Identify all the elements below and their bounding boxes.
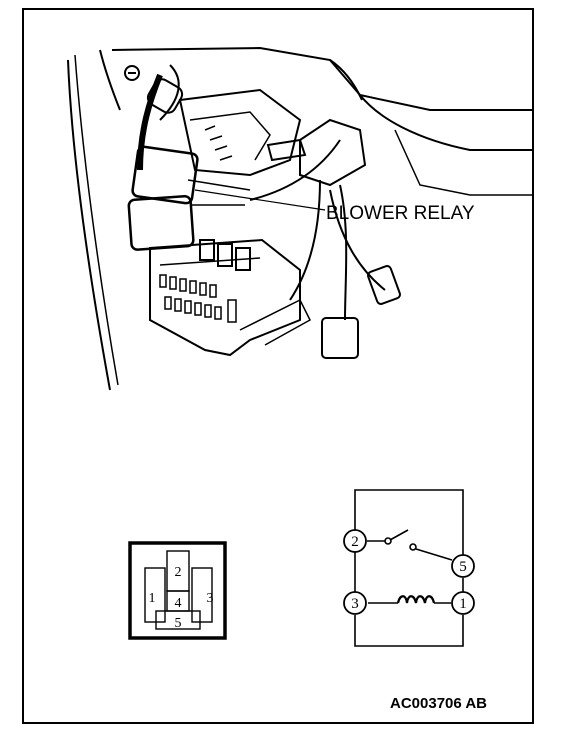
node-2-label: 2 bbox=[351, 534, 359, 550]
blower-relay-label: BLOWER RELAY bbox=[326, 203, 475, 224]
node-1 bbox=[451, 591, 475, 615]
dashboard-illustration bbox=[67, 46, 534, 391]
figure-id: AC003706 AB bbox=[390, 695, 487, 712]
circuit-nodes bbox=[343, 529, 475, 615]
node-5-label: 5 bbox=[459, 559, 467, 575]
node-3-label: 3 bbox=[351, 596, 359, 612]
relay-pin-diagram: 2 1 4 3 5 bbox=[128, 541, 227, 640]
pin-5-label: 5 bbox=[175, 616, 182, 631]
relay-circuit-schematic bbox=[354, 489, 464, 647]
pin-3-label: 3 bbox=[207, 591, 214, 606]
node-5 bbox=[451, 554, 475, 578]
figure-frame bbox=[22, 8, 534, 724]
pin-2-label: 2 bbox=[175, 565, 182, 580]
node-1-label: 1 bbox=[459, 596, 467, 612]
pin-4-label: 4 bbox=[175, 596, 182, 611]
pin-1-label: 1 bbox=[149, 591, 156, 606]
node-3 bbox=[343, 591, 367, 615]
node-2 bbox=[343, 529, 367, 553]
